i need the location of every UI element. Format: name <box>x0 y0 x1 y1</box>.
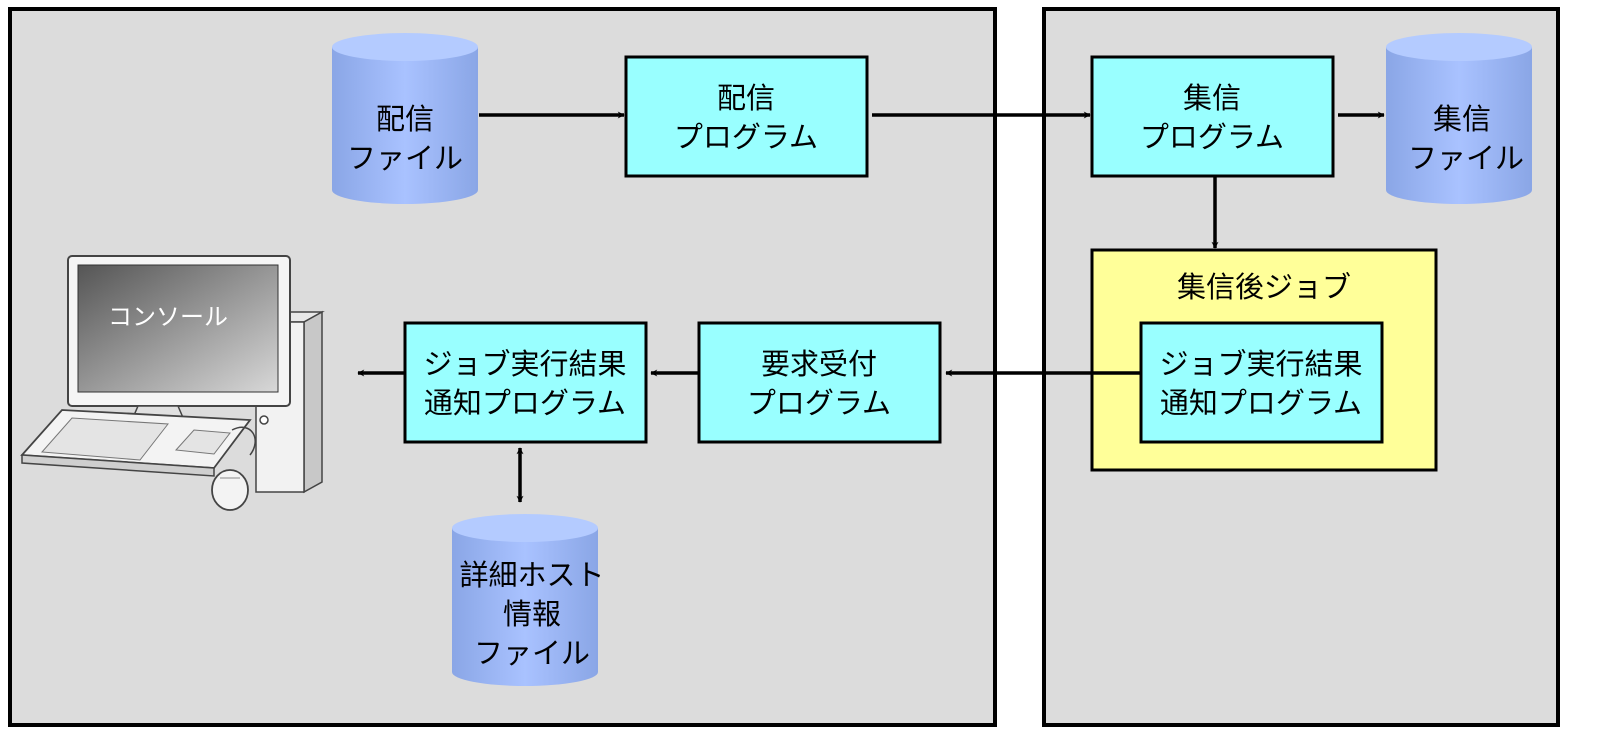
collection-program-label-1: 集信 <box>1183 81 1241 115</box>
detail-host-file-cylinder: 詳細ホスト 情報 ファイル <box>452 514 605 686</box>
collection-program-box: 集信 プログラム <box>1090 55 1335 178</box>
request-accept-label-1: 要求受付 <box>761 347 877 381</box>
distribution-program-box: 配信 プログラム <box>624 55 869 178</box>
job-result-notify-remote-label-1: ジョブ実行結果 <box>1159 347 1362 381</box>
detail-host-file-label-1: 詳細ホスト <box>459 558 604 592</box>
computer-monitor: コンソール <box>67 255 291 429</box>
console-label: コンソール <box>108 303 228 331</box>
job-result-notify-remote-box: ジョブ実行結果 通知プログラム <box>1139 321 1384 444</box>
detail-host-file-label-3: ファイル <box>474 636 590 670</box>
job-result-notify-local-label-1: ジョブ実行結果 <box>423 347 626 381</box>
collection-file-label-1: 集信 <box>1433 102 1491 136</box>
collection-file-cylinder: 集信 ファイル <box>1386 33 1532 204</box>
distribution-file-label-1: 配信 <box>376 102 434 136</box>
collection-program-label-2: プログラム <box>1140 120 1284 154</box>
detail-host-file-label-2: 情報 <box>503 597 561 631</box>
distribution-file-label-2: ファイル <box>347 141 463 175</box>
distribution-file-cylinder: 配信 ファイル <box>332 33 478 204</box>
job-result-notify-local-box: ジョブ実行結果 通知プログラム <box>403 321 648 444</box>
job-result-notify-local-label-2: 通知プログラム <box>424 386 626 420</box>
collection-file-label-2: ファイル <box>1408 141 1524 175</box>
request-accept-program-box: 要求受付 プログラム <box>697 321 942 444</box>
distribution-program-label-1: 配信 <box>717 81 775 115</box>
computer-mouse <box>211 426 256 511</box>
computer-keyboard <box>20 409 252 477</box>
job-result-notify-remote-label-2: 通知プログラム <box>1160 386 1362 420</box>
request-accept-label-2: プログラム <box>747 386 891 420</box>
distribution-program-label-2: プログラム <box>674 120 818 154</box>
console-computer: コンソール <box>20 255 325 511</box>
post-collection-job-title: 集信後ジョブ <box>1177 270 1351 304</box>
